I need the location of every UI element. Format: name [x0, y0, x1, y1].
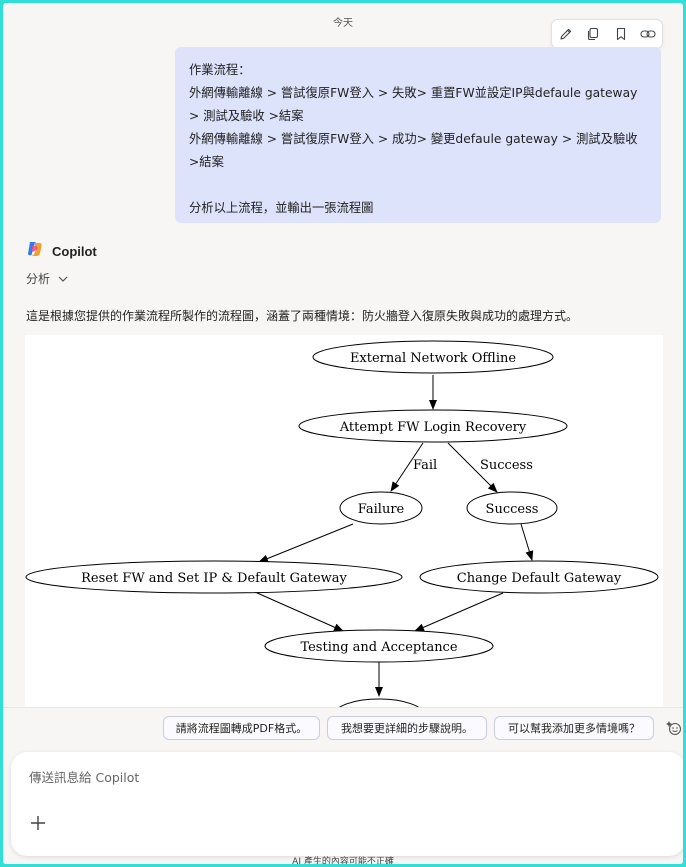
assistant-header: Copilot	[26, 240, 97, 262]
node-label-attempt: Attempt FW Login Recovery	[339, 420, 527, 435]
suggestion-chip[interactable]: 可以幫我添加更多情境嗎？	[494, 716, 654, 740]
user-message-line: 分析以上流程，並輸出一張流程圖	[189, 201, 374, 215]
node-label-reset: Reset FW and Set IP & Default Gateway	[81, 571, 347, 586]
user-message-line	[189, 174, 647, 197]
bottom-panel: 請將流程圖轉成PDF格式。 我想要更詳細的步驟說明。 可以幫我添加更多情境嗎？ …	[3, 707, 683, 864]
copilot-window: 今天 作業流程： 外網傳輸離線 > 嘗試復原FW登入 > 失敗> 重置FW並設定…	[3, 3, 683, 864]
user-message-line: > 測試及驗收 >結案	[189, 109, 304, 123]
flow-node	[298, 409, 568, 443]
user-message-line: 作業流程：	[189, 63, 251, 77]
node-label-success: Success	[486, 502, 539, 517]
analysis-toggle[interactable]: 分析	[26, 270, 68, 287]
analysis-label: 分析	[26, 272, 51, 286]
edit-icon[interactable]	[557, 25, 575, 43]
date-label: 今天	[333, 18, 353, 29]
flow-node	[419, 560, 659, 594]
node-label-failure: Failure	[358, 502, 405, 517]
flow-node	[466, 491, 558, 525]
flow-edge	[254, 591, 344, 632]
flow-edge	[414, 592, 504, 632]
flow-edge	[390, 442, 424, 492]
disclaimer: AI 產生的內容可能不正確	[292, 857, 394, 864]
more-suggestions-icon[interactable]	[666, 720, 683, 737]
flow-edge	[258, 523, 354, 563]
message-composer	[11, 752, 683, 856]
user-message-line: 外網傳輸離線 > 嘗試復原FW登入 > 成功> 變更defaule gatewa…	[189, 132, 638, 146]
flow-node	[264, 629, 494, 663]
user-message: 作業流程： 外網傳輸離線 > 嘗試復原FW登入 > 失敗> 重置FW並設定IP與…	[175, 47, 661, 223]
suggestion-chip[interactable]: 我想要更詳細的步驟說明。	[327, 716, 487, 740]
plus-icon[interactable]	[27, 812, 49, 834]
edge-label-fail: Fail	[413, 458, 437, 473]
flowchart-image: Fail Success External Network Offline At…	[25, 335, 663, 707]
message-toolbar	[551, 19, 663, 49]
assistant-intro: 這是根據您提供的作業流程所製作的流程圖，涵蓋了兩種情境：防火牆登入復原失敗與成功…	[26, 309, 579, 323]
user-message-line: >結案	[189, 155, 224, 169]
link-icon[interactable]	[639, 25, 657, 43]
user-message-line: 外網傳輸離線 > 嘗試復原FW登入 > 失敗> 重置FW並設定IP與defaul…	[189, 86, 638, 100]
copilot-logo-icon	[26, 240, 44, 262]
assistant-name: Copilot	[52, 243, 97, 259]
message-input[interactable]	[27, 766, 651, 788]
flow-edge	[447, 442, 498, 493]
node-label-offline: External Network Offline	[350, 351, 516, 366]
flow-node	[25, 560, 403, 594]
node-label-change: Change Default Gateway	[457, 571, 622, 586]
edge-label-success: Success	[480, 458, 533, 473]
suggestion-chip[interactable]: 請將流程圖轉成PDF格式。	[163, 716, 320, 740]
bookmark-icon[interactable]	[612, 25, 630, 43]
copy-icon[interactable]	[584, 25, 602, 43]
flow-node	[312, 340, 554, 374]
flow-edge	[520, 523, 534, 561]
flow-node	[339, 491, 423, 525]
flow-node	[339, 698, 419, 707]
chevron-down-icon	[58, 272, 68, 286]
node-label-testing: Testing and Acceptance	[300, 640, 457, 655]
